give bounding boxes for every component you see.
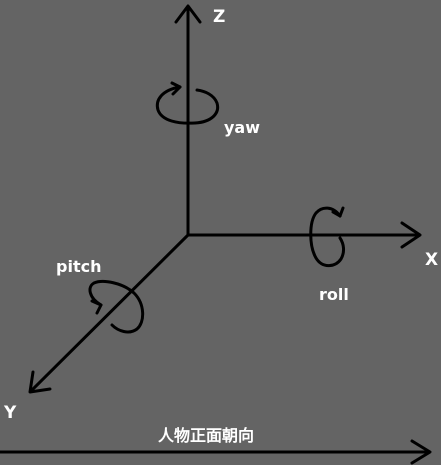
yaw-label: yaw [224,118,260,137]
y-axis-label: Y [3,403,17,423]
z-axis-label: Z [213,7,225,27]
facing-direction-arrow [0,439,432,465]
pitch-label: pitch [56,257,101,276]
roll-label: roll [319,285,349,304]
x-axis-label: X [425,250,438,270]
pitch-rotation-icon [88,279,145,334]
x-axis [188,221,422,249]
roll-rotation-icon [309,206,345,268]
y-axis [28,233,190,394]
yaw-rotation-icon [155,81,220,125]
facing-direction-caption: 人物正面朝向 [158,426,254,445]
z-axis [174,4,202,235]
